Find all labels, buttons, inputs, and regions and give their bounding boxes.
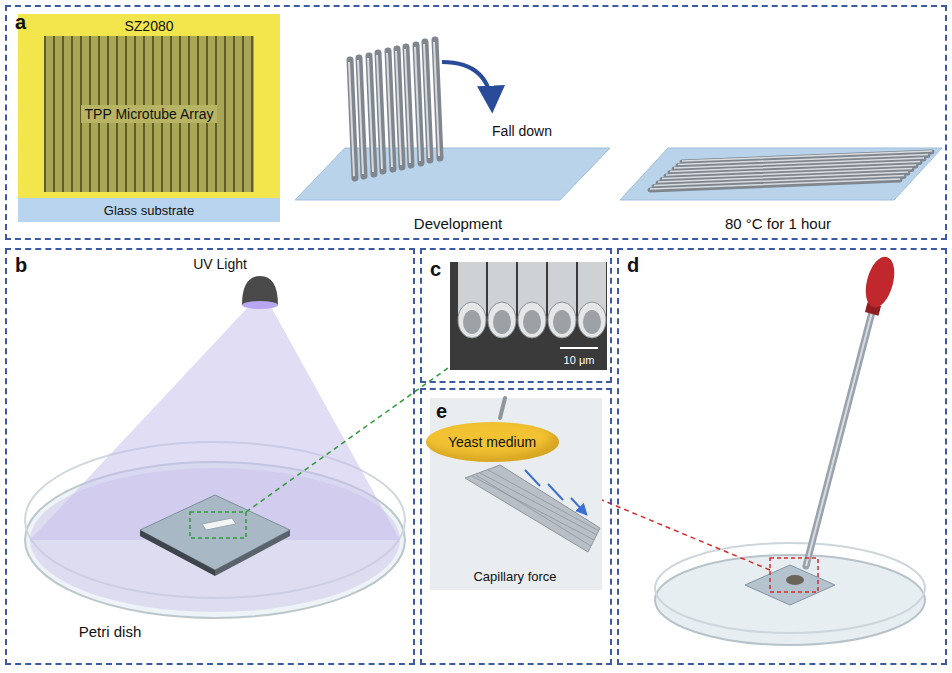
panel: TPP Microtube Array SZ2080Glass substrate… [5, 5, 947, 240]
panel-letter: c [430, 258, 441, 281]
tube-highlight [349, 42, 439, 176]
pipette-bulb [861, 254, 900, 311]
resin-layer: TPP Microtube Array SZ2080 [18, 14, 280, 198]
zoom-leader [246, 368, 448, 512]
microtube-array: TPP Microtube Array [44, 36, 254, 192]
zoom-box [190, 512, 246, 538]
glass-slide [745, 565, 835, 605]
petri-dish [655, 555, 925, 645]
sem-tubes [458, 262, 606, 338]
uv-lamp [242, 276, 278, 305]
pipette-highlight [806, 312, 872, 566]
panel-letter: a [15, 11, 26, 34]
glass-substrate [295, 148, 610, 200]
lying-microtubes [650, 152, 932, 190]
glass-substrate [620, 148, 942, 200]
uv-light-spot [30, 468, 400, 612]
uv-lamp-lens [242, 301, 278, 309]
tube-highlight [650, 151, 932, 189]
standing-microtubes [350, 40, 440, 178]
medium-label: Yeast medium [448, 434, 536, 450]
petri-dish-rim [655, 543, 925, 633]
panel-letter: b [15, 254, 27, 277]
scale-label: 10 μm [562, 354, 597, 367]
dish-label: Petri dish [77, 623, 144, 640]
medium-drop: Yeast medium [426, 422, 559, 462]
glass-slide-edge [140, 530, 215, 576]
panel-letter: e [436, 400, 447, 423]
panel-letter: d [627, 254, 639, 277]
medium-drop [786, 575, 804, 585]
tube-sample [202, 518, 236, 530]
scale-bar [560, 347, 598, 349]
panel: b [5, 248, 415, 665]
array-label: TPP Microtube Array [81, 105, 218, 123]
pipette-tip [500, 398, 505, 418]
panel: d [617, 248, 947, 665]
step-label: Fall down [490, 123, 554, 139]
pipette-tube [806, 312, 872, 566]
sem-image [450, 262, 607, 370]
panel: Yeast mediume [420, 388, 612, 665]
glass-slide [140, 495, 290, 570]
step-label: Development [412, 215, 504, 232]
step-label: 80 °C for 1 hour [723, 215, 833, 232]
zoom-box [770, 558, 818, 592]
fall-arrow [442, 62, 492, 108]
glass-slide-edge [215, 530, 290, 576]
glass-substrate: Glass substrate [18, 198, 280, 222]
zoom-leader [602, 500, 770, 570]
force-label: Capillary force [471, 570, 558, 585]
material-label: SZ2080 [124, 18, 173, 34]
microtube-array [465, 465, 600, 552]
flow-arrows [525, 470, 586, 514]
microtube-lines [472, 470, 599, 546]
substrate-label: Glass substrate [104, 203, 194, 218]
light-label: UV Light [191, 256, 249, 272]
